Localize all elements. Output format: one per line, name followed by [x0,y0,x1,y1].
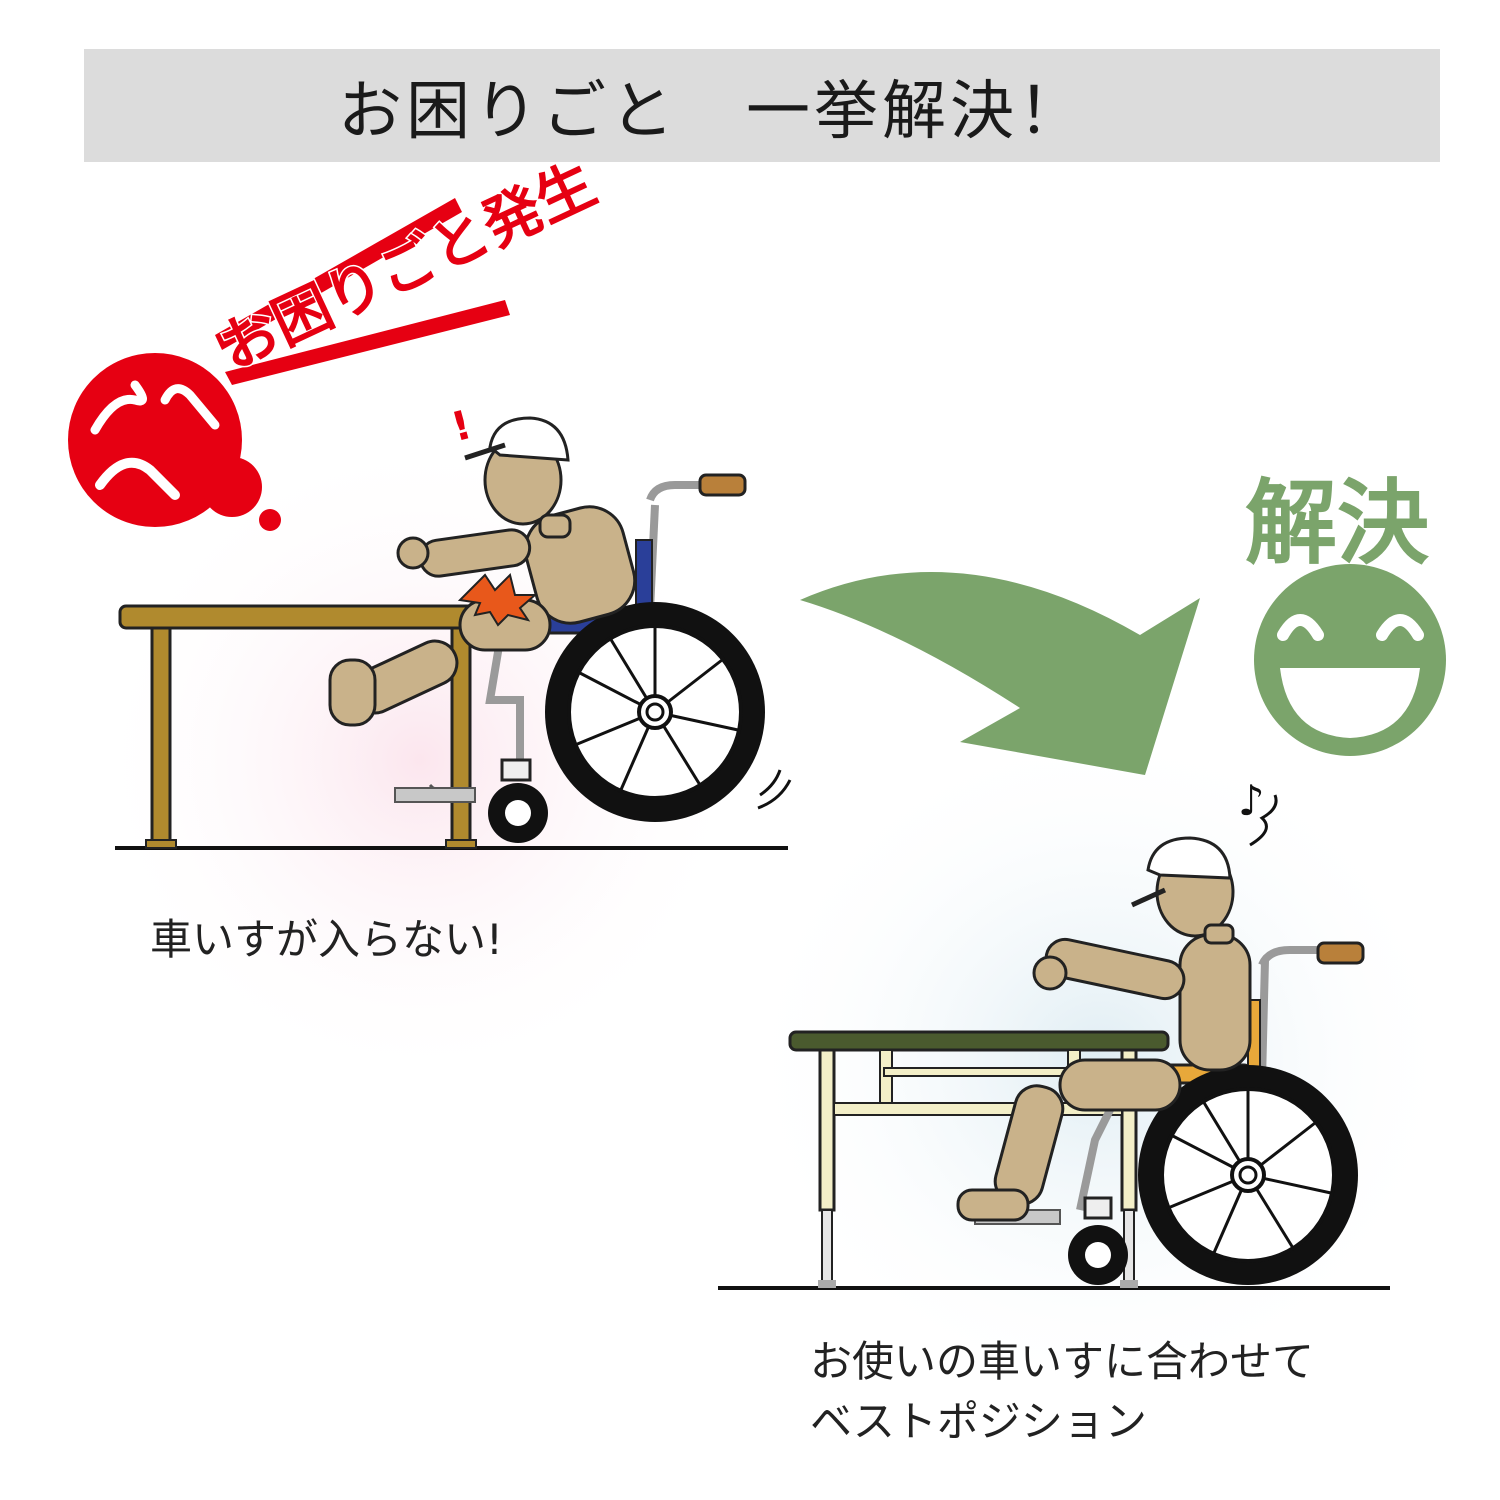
solution-cap [1130,836,1232,908]
solution-caption: お使いの車いすに合わせて ベストポジション [810,1332,1314,1452]
impact-burst-icon [457,573,538,627]
smile-face-icon [1254,564,1446,756]
curved-arrow-icon [800,572,1200,775]
solution-caption-line1: お使いの車いすに合わせて [810,1337,1315,1386]
solution-wheelchair [974,941,1365,1285]
problem-person [328,434,637,727]
music-note-icon: ♪ [1238,776,1265,825]
solution-table [788,1030,1170,1288]
problem-caption: 車いすが入らない! [150,915,503,964]
solution-caption-line2: ベストポジション [810,1397,1147,1446]
problem-cap [464,416,570,462]
page-title: お困りごと 一挙解決！ [338,74,1086,149]
problem-banner-text: お困りごと発生 [209,149,606,382]
angry-face-icon [68,353,281,531]
problem-banner: お困りごと発生 [208,148,607,385]
header-bar: お困りごと 一挙解決！ [84,49,1440,162]
solution-label: 解決 [1245,470,1429,577]
